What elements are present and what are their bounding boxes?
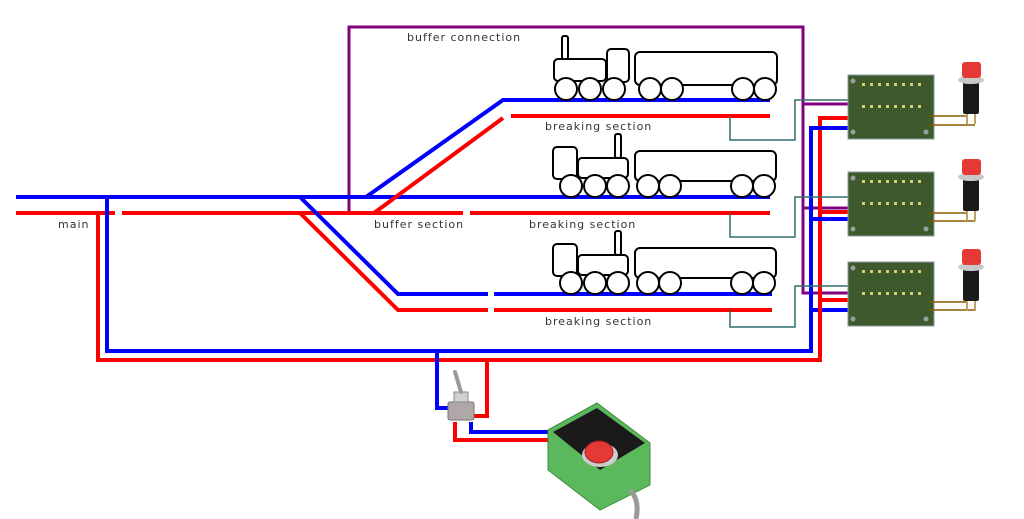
pushbutton-3[interactable] <box>958 249 984 311</box>
lower-siding-track <box>298 195 772 312</box>
pushbutton-1[interactable] <box>958 62 984 124</box>
speed-knob[interactable] <box>584 440 614 464</box>
label-buffer-section: buffer section <box>374 218 464 231</box>
signal-wires <box>729 99 858 328</box>
upper-siding-track <box>364 98 770 215</box>
label-breaking-section-3: breaking section <box>545 315 652 328</box>
braking-module-2 <box>847 171 935 237</box>
train-3 <box>552 230 777 295</box>
buffer-connection-wire <box>347 25 848 295</box>
button-wires <box>930 115 975 311</box>
label-main: main <box>58 218 89 231</box>
label-breaking-section-2: breaking section <box>529 218 636 231</box>
direction-toggle-switch[interactable] <box>447 370 475 421</box>
pushbutton-2[interactable] <box>958 159 984 221</box>
label-breaking-section-1: breaking section <box>545 120 652 133</box>
train-1 <box>553 35 778 101</box>
braking-module-1 <box>847 74 935 140</box>
train-2 <box>552 133 777 198</box>
braking-module-3 <box>847 261 935 327</box>
speed-controller[interactable] <box>547 402 651 519</box>
label-buffer-connection: buffer connection <box>407 31 521 44</box>
